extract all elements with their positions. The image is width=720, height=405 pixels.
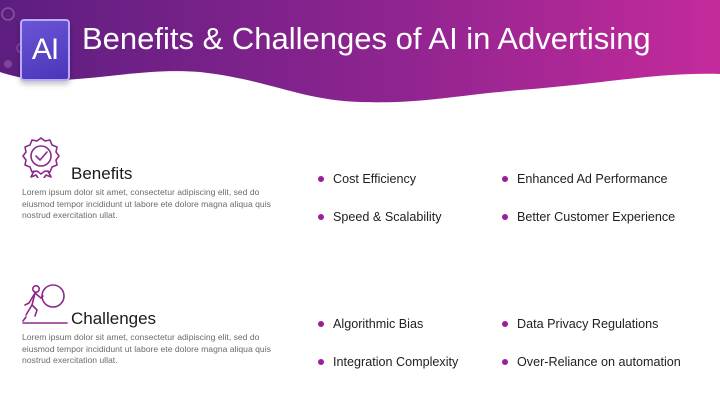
benefit-item-label: Better Customer Experience [517, 210, 676, 224]
challenge-item-label: Algorithmic Bias [333, 317, 424, 331]
benefit-item: Better Customer Experience [502, 210, 675, 224]
bullet-dot-icon [318, 321, 324, 327]
challenges-heading: Challenges [71, 309, 157, 328]
challenge-item: Algorithmic Bias [318, 317, 423, 331]
person-pushing-boulder-icon [22, 284, 68, 324]
benefit-item-label: Cost Efficiency [333, 172, 417, 186]
header-wave-background [0, 0, 720, 103]
challenge-item-label: Data Privacy Regulations [517, 317, 659, 331]
challenge-item-label: Over-Reliance on automation [517, 355, 681, 369]
ai-logo: AI [20, 19, 70, 81]
bullet-dot-icon [502, 321, 508, 327]
bullet-dot-icon [318, 176, 324, 182]
benefits-heading: Benefits [71, 164, 133, 183]
benefit-item: Speed & Scalability [318, 210, 442, 224]
challenge-item: Over-Reliance on automation [502, 355, 681, 369]
bullet-dot-icon [318, 214, 324, 220]
benefit-item: Cost Efficiency [318, 172, 416, 186]
challenge-item: Data Privacy Regulations [502, 317, 658, 331]
bullet-dot-icon [502, 359, 508, 365]
challenge-item: Integration Complexity [318, 355, 458, 369]
benefit-item-label: Speed & Scalability [333, 210, 442, 224]
challenges-description: Lorem ipsum dolor sit amet, consectetur … [22, 332, 271, 365]
header-banner: AI Benefits & Challenges of AI in Advert… [0, 0, 720, 110]
award-badge-icon [22, 137, 60, 178]
challenge-item-label: Integration Complexity [333, 355, 459, 369]
benefit-item-label: Enhanced Ad Performance [517, 172, 668, 186]
bullet-dot-icon [502, 214, 508, 220]
bullet-dot-icon [318, 359, 324, 365]
bullet-dot-icon [502, 176, 508, 182]
benefits-description: Lorem ipsum dolor sit amet, consectetur … [22, 187, 271, 220]
ai-logo-text: AI [31, 33, 59, 66]
page-title: Benefits & Challenges of AI in Advertisi… [82, 21, 651, 56]
benefit-item: Enhanced Ad Performance [502, 172, 668, 186]
